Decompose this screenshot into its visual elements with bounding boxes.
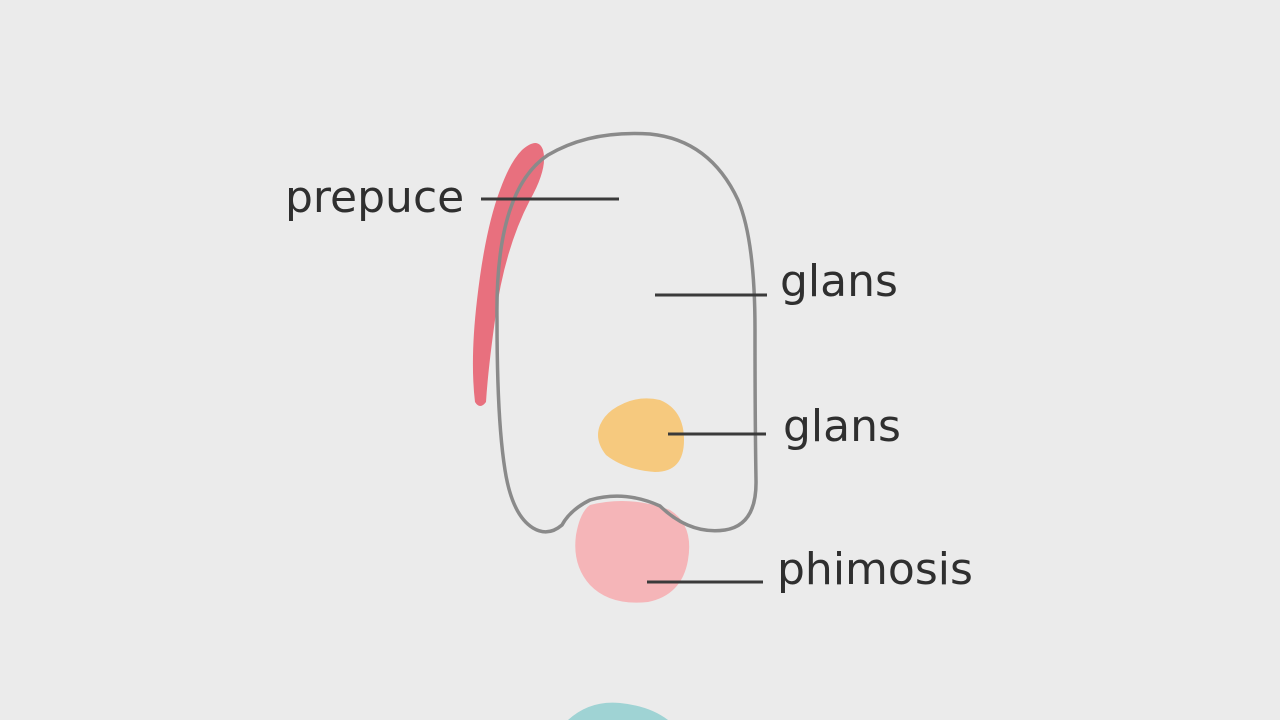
bottom-region bbox=[568, 702, 668, 720]
phimosis-region bbox=[575, 501, 690, 603]
phimosis-label: phimosis bbox=[777, 544, 973, 595]
glans-outline bbox=[495, 131, 758, 534]
glans-spot-region bbox=[598, 398, 684, 472]
glans-upper-label: glans bbox=[780, 256, 898, 307]
glans-lower-label: glans bbox=[783, 401, 901, 452]
prepuce-region bbox=[472, 143, 545, 406]
prepuce-label: prepuce bbox=[285, 172, 465, 223]
